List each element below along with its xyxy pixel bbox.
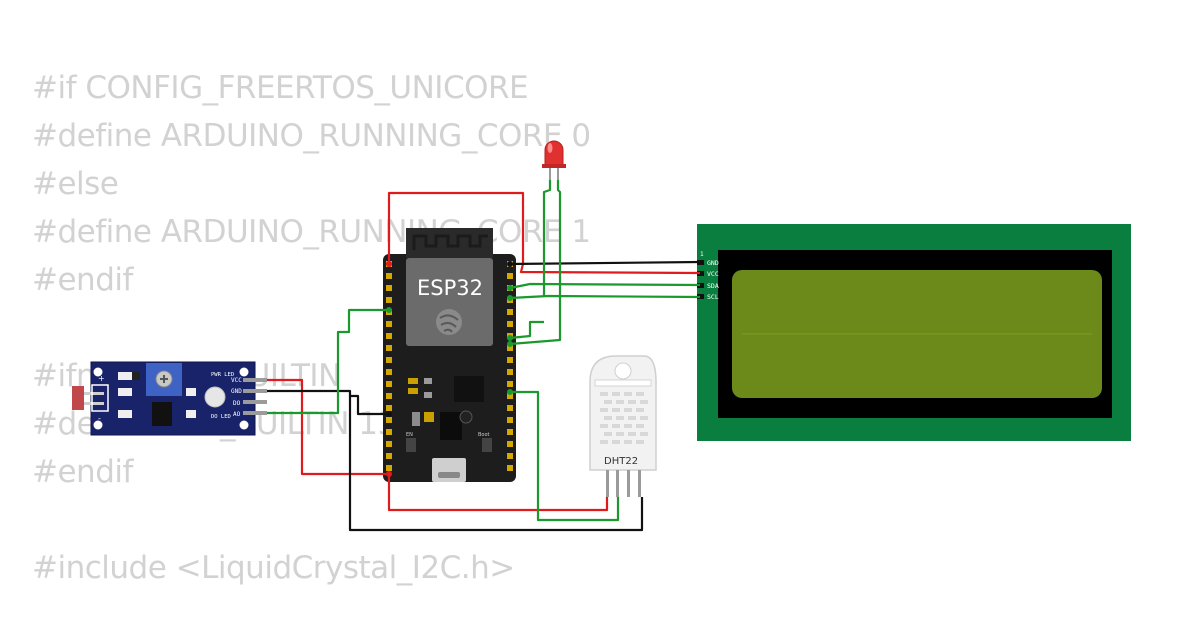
lcd-pin[interactable] (697, 260, 704, 265)
pin-header[interactable] (243, 389, 267, 393)
esp32-board[interactable]: ESP32 EN Boot (383, 228, 516, 482)
wire-lcd-gnd[interactable] (509, 260, 701, 266)
lcd-pin-label: SDA (707, 282, 719, 290)
code-line: #define ARDUINO_RUNNING_CORE 1 (32, 214, 591, 250)
svg-text:+: + (98, 374, 105, 383)
mount-hole (93, 367, 103, 377)
wire-led-anode[interactable] (542, 180, 552, 296)
mount-hole (239, 367, 249, 377)
boot-button[interactable] (482, 438, 492, 452)
svg-text:-: - (98, 414, 101, 423)
wire-lcd-scl[interactable] (509, 294, 701, 300)
mount-hole (239, 420, 249, 430)
pin-header[interactable] (243, 411, 267, 415)
ldr-sensor-module[interactable]: + - PWR LED DO LED VCC GND DO AO (72, 361, 267, 436)
ldr-pin-label: AO (233, 411, 241, 418)
dht-pin[interactable] (627, 470, 630, 497)
ldr-pin-label: DO (233, 400, 241, 407)
led-icon (204, 386, 226, 408)
code-line: #define ARDUINO_RUNNING_CORE 0 (32, 118, 591, 154)
red-led[interactable] (542, 140, 566, 180)
dht-pin[interactable] (638, 470, 641, 497)
dht-pin[interactable] (606, 470, 609, 497)
code-line: #else (32, 166, 119, 202)
dht22-label: DHT22 (604, 456, 638, 467)
lcd-pin-label: SCL (707, 293, 719, 301)
wire-lcd-sda[interactable] (509, 282, 701, 290)
usb-port[interactable] (432, 458, 466, 482)
dht-pin[interactable] (616, 470, 619, 497)
ldr-pin-label: GND (231, 388, 242, 395)
lcd-pin-label: GND (707, 259, 719, 267)
wire-dht-data[interactable] (510, 390, 620, 522)
wire-ldr-gnd[interactable] (267, 389, 644, 532)
boot-label: Boot (478, 432, 490, 438)
mount-hole (93, 420, 103, 430)
wire-led-signal[interactable] (509, 320, 544, 340)
code-line: #endif (32, 262, 133, 298)
wire-dht-vcc[interactable] (387, 474, 609, 512)
photoresistor (72, 386, 84, 410)
dht22-sensor[interactable]: DHT22 (589, 355, 657, 497)
lcd-display[interactable]: 1 GND VCC SDA SCL (697, 224, 1131, 441)
en-label: EN (406, 432, 413, 438)
esp32-label: ESP32 (417, 276, 483, 300)
wire-esp-gnd[interactable] (350, 394, 389, 416)
wire-ldr-vcc[interactable] (267, 378, 389, 476)
code-line: #include <LiquidCrystal_I2C.h> (32, 550, 515, 586)
pwr-led-label: PWR LED (211, 372, 234, 378)
wire-ldr-ao[interactable] (267, 308, 389, 415)
wire-led-cathode[interactable] (509, 180, 562, 346)
wire-lcd-vcc[interactable] (387, 191, 701, 275)
ldr-pin-label: VCC (231, 377, 242, 384)
do-led-label: DO LED (211, 414, 231, 420)
antenna-trace (412, 234, 488, 250)
lcd-pin[interactable] (697, 271, 704, 276)
lcd-pin1-label: 1 (700, 251, 704, 258)
lcd-pin[interactable] (697, 283, 704, 288)
pin-header[interactable] (243, 378, 267, 382)
pin-header[interactable] (243, 400, 267, 404)
lcd-pin[interactable] (697, 294, 704, 299)
lcd-pin-label: VCC (707, 270, 719, 278)
module-shield (406, 258, 493, 346)
en-button[interactable] (406, 438, 416, 452)
code-line: #endif (32, 454, 133, 490)
code-line: #if CONFIG_FREERTOS_UNICORE (32, 70, 529, 106)
